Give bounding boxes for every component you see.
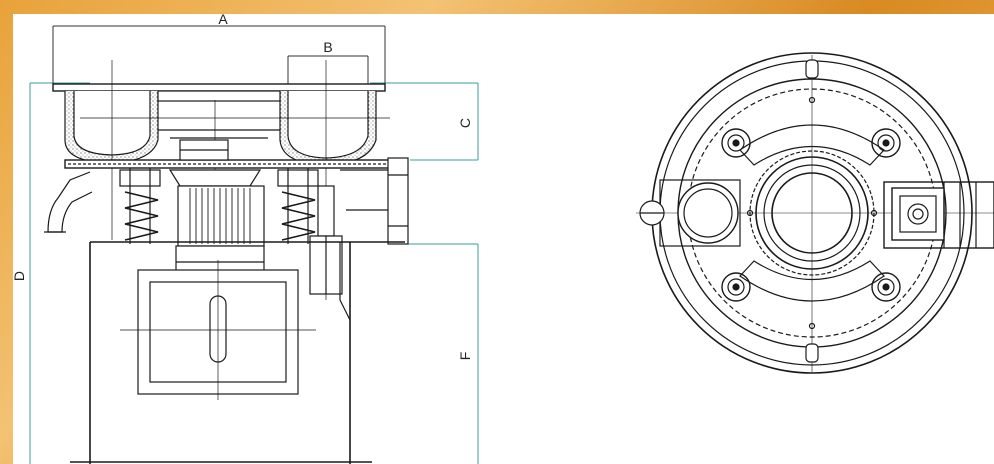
spring-left: [119, 168, 161, 244]
dimension-label-f: F: [457, 352, 473, 361]
technical-drawing: A B C D F: [13, 14, 994, 464]
dimension-lines: [29, 82, 479, 464]
drawing-sheet: A B C D F: [13, 14, 994, 464]
top-dimension-lines: [52, 25, 386, 88]
mount-bosses: [721, 128, 901, 302]
dimension-label-b: B: [323, 39, 332, 55]
dimension-label-d: D: [13, 271, 27, 281]
discharge-outlet: [639, 179, 741, 247]
cabinet: [70, 241, 405, 464]
dimension-label-a: A: [218, 14, 228, 27]
dimension-labels: A B C D F: [13, 14, 473, 360]
spring-right: [277, 168, 319, 244]
top-view: [636, 52, 994, 374]
side-view: [29, 25, 479, 464]
drive-box: [883, 181, 994, 249]
dimension-label-c: C: [457, 118, 473, 128]
